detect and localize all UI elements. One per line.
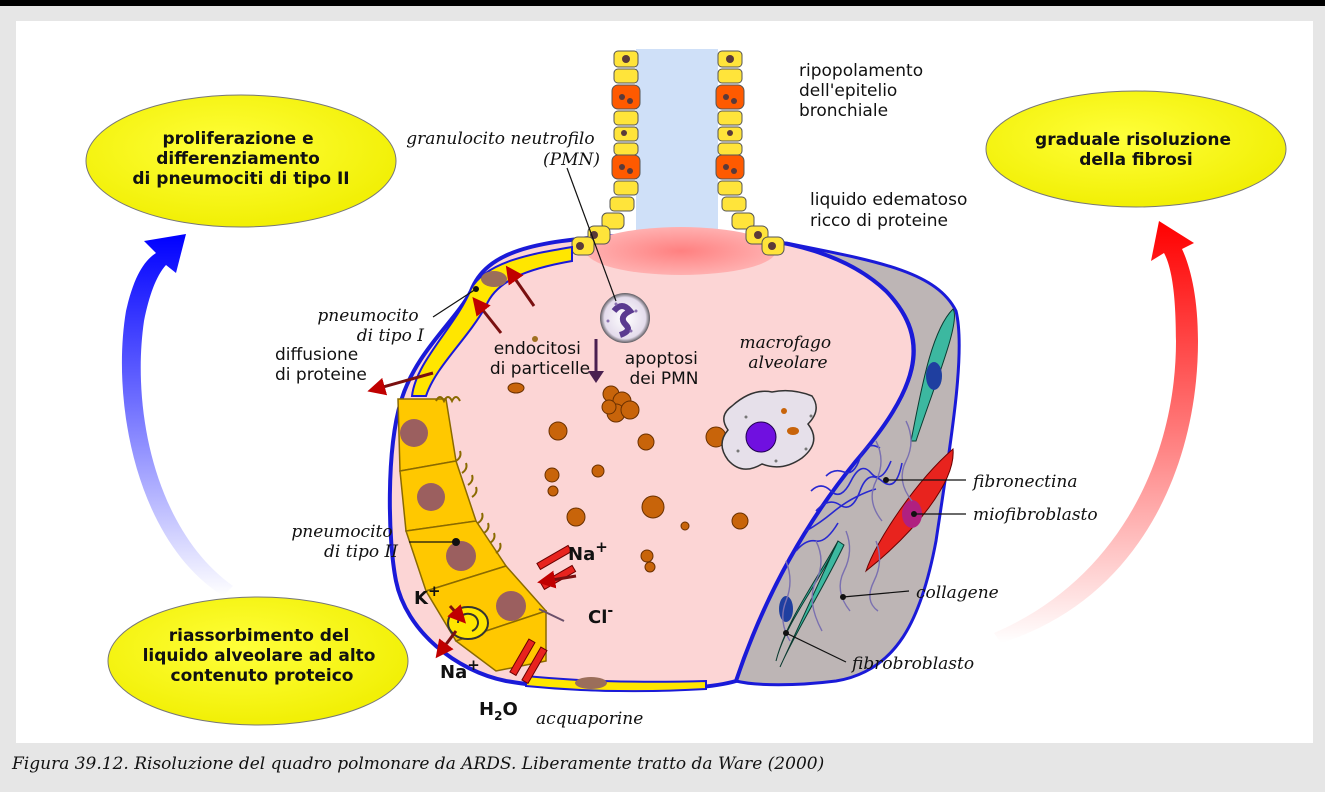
ion-h2o-o: O (502, 699, 517, 720)
svg-text:granulocito neutrofilo (: granulocito neutrofilo (PMN) (406, 129, 600, 170)
svg-text:riassorbimento del liq: riassorbimento del liquido alveolare ad … (143, 626, 382, 686)
floor-cell-nucleus (575, 677, 607, 689)
ards-resolution-diagram: proliferazione e differenziamento di pne… (16, 21, 1313, 743)
figure-caption: Figura 39.12. Risoluzione del quadro pol… (12, 754, 824, 774)
ion-h2o-sub: 2 (494, 709, 502, 723)
label-fibronectin: fibronectina (971, 472, 1077, 492)
label-apoptosis-1: apoptosi (625, 349, 698, 369)
label-aquaporin: acquaporine (536, 709, 643, 729)
label-myofibroblast: miofibroblasto (973, 505, 1098, 525)
label-pneumo1-1: pneumocito (317, 306, 418, 326)
label-neutrophil-1: granulocito neutrofilo (406, 129, 594, 149)
bubble-bl-line3: contenuto proteico (171, 666, 354, 686)
ion-cl-sup: - (607, 603, 613, 619)
label-endocytosis-2: di particelle (490, 359, 590, 379)
right-red-arrow (994, 221, 1198, 643)
neutrophil-cell (600, 293, 650, 343)
label-collagen: collagene (916, 583, 999, 603)
ion-k-sup: + (428, 582, 441, 600)
svg-text:apoptosi dei PMN: apoptosi dei PMN (625, 349, 703, 389)
figure-frame: proliferazione e differenziamento di pne… (0, 6, 1325, 792)
svg-text:macrofago alveolare: macrofago alveolare (739, 333, 836, 373)
label-apoptosis-2: dei PMN (629, 369, 698, 389)
label-fibroblast: fibrobroblasto (850, 654, 974, 674)
pneumocyte-type1-nucleus (481, 271, 507, 287)
left-blue-arrow (122, 234, 233, 596)
bubble-bl-line2: liquido alveolare ad alto (143, 646, 376, 666)
bubble-bl-line1: riassorbimento del (169, 626, 350, 646)
ion-na-bottom-text: Na (440, 662, 467, 683)
ion-na-top-text: Na (568, 544, 595, 565)
svg-text:endocitosi di particelle: endocitosi di particelle (490, 339, 590, 379)
ion-na-bottom-sup: + (467, 656, 480, 674)
svg-text:pneumocito di tipo I: pneumocito di tipo I (317, 306, 424, 346)
ion-cl-text: Cl (588, 607, 607, 628)
svg-text:diffusione di proteine: diffusione di proteine (275, 345, 367, 385)
label-macrophage-2: alveolare (748, 353, 827, 373)
label-diffusion-1: diffusione (275, 345, 358, 365)
label-diffusion-2: di proteine (275, 365, 367, 385)
label-neutrophil-2: (PMN) (543, 150, 600, 170)
figure-panel: proliferazione e differenziamento di pne… (16, 21, 1313, 743)
label-macrophage-1: macrofago (739, 333, 831, 353)
label-pneumo2-2: di tipo II (324, 542, 398, 562)
label-epithelium-2: dell'epitelio (799, 81, 897, 101)
fibroblast-upper-nucleus (926, 362, 942, 390)
label-edema-2: ricco di proteine (810, 211, 948, 231)
label-epithelium-3: bronchiale (799, 101, 888, 121)
bubble-tl-line2: differenziamento (156, 149, 320, 169)
label-endocytosis-1: endocitosi (494, 339, 581, 359)
svg-text:liquido edematoso ricco: liquido edematoso ricco di proteine (810, 190, 973, 231)
macrophage-cell (722, 391, 816, 469)
bubble-tl-line3: di pneumociti di tipo II (132, 169, 349, 189)
bubble-tr-line1: graduale risoluzione (1035, 130, 1231, 150)
bubble-tr-line2: della fibrosi (1079, 150, 1193, 170)
label-edema-1: liquido edematoso (810, 190, 967, 210)
bubble-fluid-reabsorption: riassorbimento del liquido alveolare ad … (108, 597, 408, 725)
label-pneumo1-2: di tipo I (357, 326, 425, 346)
svg-text:ripopolamento dell'epite: ripopolamento dell'epitelio bronchiale (799, 61, 929, 121)
bubble-tl-line1: proliferazione e (162, 129, 313, 149)
label-pneumo2-1: pneumocito (291, 522, 392, 542)
ion-h2o: H2O (479, 699, 518, 723)
bubble-proliferation: proliferazione e differenziamento di pne… (86, 95, 396, 227)
ion-k-text: K (414, 588, 429, 609)
bubble-fibrosis-resolution: graduale risoluzione della fibrosi (986, 91, 1286, 207)
svg-text:proliferazione e diffe: proliferazione e differenziamento di pne… (132, 129, 349, 189)
ion-na-top-sup: + (595, 538, 608, 556)
svg-text:pneumocito di tipo II: pneumocito di tipo II (291, 522, 398, 562)
label-epithelium-1: ripopolamento (799, 61, 923, 81)
ion-h2o-h: H (479, 699, 494, 720)
airway-lumen (636, 49, 718, 249)
